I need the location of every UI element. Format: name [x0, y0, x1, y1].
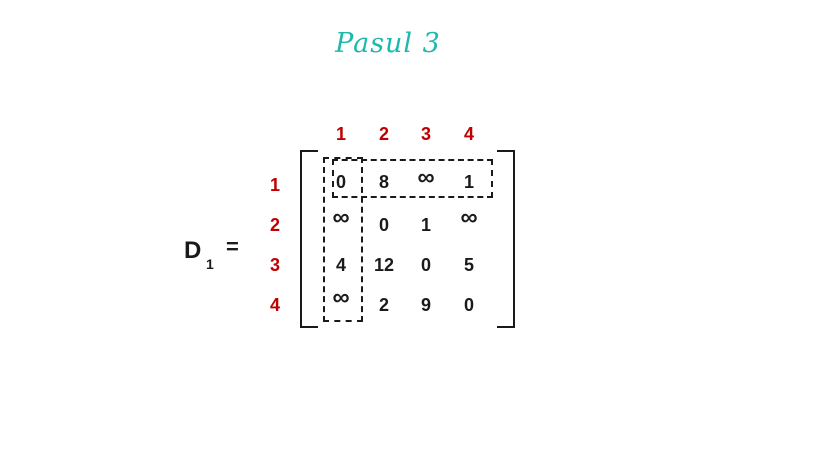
- matrix-cell-r3-c4: 5: [463, 255, 474, 275]
- matrix-cell-r4-c2: 2: [378, 295, 389, 315]
- equals-sign: =: [226, 234, 239, 259]
- column-header-1: 1: [335, 124, 346, 144]
- matrix-cell-r2-c1: ∞: [332, 204, 350, 231]
- matrix-left-bracket: [300, 150, 318, 328]
- matrix-cell-r2-c2: 0: [378, 215, 389, 235]
- row-header-3: 3: [269, 255, 280, 275]
- matrix-subscript: 1: [206, 256, 214, 272]
- matrix-cell-r3-c2: 12: [373, 255, 395, 275]
- matrix-cell-r4-c3: 9: [420, 295, 431, 315]
- row-header-2: 2: [269, 215, 280, 235]
- row-header-1: 1: [269, 175, 280, 195]
- highlight-row-box: [332, 159, 493, 198]
- matrix-name: D: [184, 237, 202, 264]
- column-header-3: 3: [420, 124, 431, 144]
- highlight-column-box: [323, 157, 363, 322]
- matrix-cell-r1-c1: 0: [335, 172, 346, 192]
- column-header-4: 4: [463, 124, 474, 144]
- matrix-cell-r1-c2: 8: [378, 172, 389, 192]
- row-header-4: 4: [269, 295, 280, 315]
- matrix-cell-r2-c4: ∞: [460, 204, 478, 231]
- matrix-cell-r4-c1: ∞: [332, 284, 350, 311]
- matrix-cell-r1-c3: ∞: [417, 164, 435, 191]
- column-header-2: 2: [378, 124, 389, 144]
- matrix-right-bracket: [497, 150, 515, 328]
- slide-title: Pasul 3: [335, 28, 441, 59]
- matrix-cell-r1-c4: 1: [463, 172, 474, 192]
- matrix-cell-r2-c3: 1: [420, 215, 431, 235]
- matrix-cell-r3-c3: 0: [420, 255, 431, 275]
- matrix-cell-r4-c4: 0: [463, 295, 474, 315]
- matrix-cell-r3-c1: 4: [335, 255, 346, 275]
